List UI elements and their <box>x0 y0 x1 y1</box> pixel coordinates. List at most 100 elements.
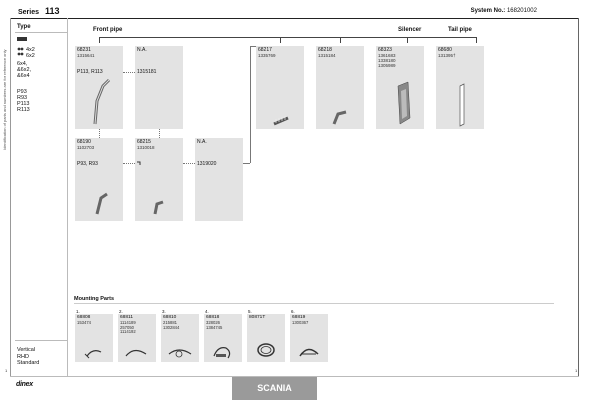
mount-ref: 153474 <box>77 320 91 325</box>
connector-dots <box>123 72 135 73</box>
footer-divider <box>10 376 579 377</box>
connector-dots <box>159 129 160 138</box>
part-box[interactable]: 68231 1315641 P113, R113 <box>75 46 123 129</box>
mount-index: 4. <box>205 309 209 314</box>
part-number: 68323 <box>378 47 392 53</box>
axle-icon <box>17 47 24 56</box>
type-column <box>10 18 68 376</box>
part-box[interactable]: 68323 1361683 1338180 1305989 <box>376 46 424 129</box>
part-ref: 1102703 <box>77 145 95 150</box>
mount-index: 1. <box>76 309 80 314</box>
part-ref: 1361683 1338180 1305989 <box>378 53 396 68</box>
brand-label: SCANIA <box>232 377 317 400</box>
system-label: System No.: <box>470 8 506 14</box>
part-number: 68215 <box>137 139 151 145</box>
config-divider <box>15 340 67 341</box>
config-variant: Standard <box>17 360 40 366</box>
mount-index: 5. <box>248 309 252 314</box>
mount-box[interactable]: 68808 153474 <box>75 314 113 362</box>
part-number: 68190 <box>77 139 91 145</box>
part-box[interactable]: 68680 131395† <box>436 46 484 129</box>
group-tick <box>340 37 341 43</box>
connector-line <box>250 46 251 163</box>
mount-number: 80871T <box>249 315 266 320</box>
mount-index: 2. <box>119 309 123 314</box>
group-tick <box>99 37 100 43</box>
group-tick <box>407 37 408 43</box>
model-line-3: P113 <box>17 101 30 107</box>
mount-box[interactable]: 68819 1300367 <box>290 314 328 362</box>
bracket-icon <box>125 349 147 357</box>
config-drive: RHD <box>17 353 29 360</box>
connector-dots <box>123 163 135 164</box>
mounting-parts-title: Mounting Parts <box>74 296 115 302</box>
flex-pipe-icon <box>273 116 289 126</box>
mount-number: 68818 <box>206 315 220 320</box>
part-box[interactable]: 68215 1310018 <box>135 138 183 221</box>
group-tail-pipe: Tail pipe <box>448 27 472 33</box>
type-line-2: &6x2, <box>17 67 32 73</box>
part-ref: 1315184 <box>318 53 336 58</box>
part-ref: 1315641 <box>77 53 95 58</box>
part-number: N.A. <box>197 139 207 145</box>
part-box[interactable]: 68218 1315184 <box>316 46 364 129</box>
model-line-1: P93 <box>17 89 27 95</box>
config-block: Vertical RHD Standard <box>17 347 39 367</box>
part-application: 1315181 <box>137 69 157 75</box>
mount-ref: 1114189 257050 1114192 <box>120 320 136 335</box>
part-number: 68217 <box>258 47 272 53</box>
type-line-3: &6x4 <box>17 73 30 79</box>
part-ref: 1335769 <box>258 53 276 58</box>
mount-box[interactable]: 68810 215881 1302844 <box>161 314 199 362</box>
system-value: 168201002 <box>506 8 537 14</box>
mount-ref: 215881 1302844 <box>163 320 180 330</box>
mount-number: 68819 <box>292 315 306 320</box>
mount-box[interactable]: 68811 1114189 257050 1114192 <box>118 314 156 362</box>
dinex-logo: dinex <box>16 381 33 388</box>
series-number: 113 <box>45 6 60 16</box>
clamp-icon <box>299 348 319 357</box>
part-number: 68680 <box>438 47 452 53</box>
part-number: N.A. <box>137 47 147 53</box>
part-application: P113, R113 <box>77 69 103 75</box>
axle-config-icon <box>17 47 25 59</box>
clamp-icon <box>213 347 231 359</box>
series-title: Series 113 <box>18 6 60 16</box>
connector-line <box>243 163 250 164</box>
part-number: 68231 <box>77 47 91 53</box>
part-box[interactable]: N.A. 1319020 <box>195 138 243 221</box>
mount-ref: 1300367 <box>292 320 309 325</box>
series-label: Series <box>18 9 40 16</box>
page-marker-right: 1 <box>575 368 578 373</box>
mount-number: 68810 <box>163 315 177 320</box>
bracket-icon <box>84 350 102 359</box>
part-box[interactable]: N.A. 1315181 <box>135 46 183 129</box>
page-marker-left: 1 <box>5 368 8 373</box>
bent-pipe-icon <box>95 192 108 215</box>
model-line-4: R113 <box>17 107 30 113</box>
part-application: P93, R93 <box>77 161 98 167</box>
model-line-2: R93 <box>17 95 28 101</box>
tail-pipe-icon <box>459 83 465 127</box>
connector-dots <box>183 163 195 164</box>
type-heading: Type <box>17 24 31 30</box>
mount-index: 3. <box>162 309 166 314</box>
mount-ref: 328026 1384745 <box>206 320 223 330</box>
group-tick <box>476 37 477 43</box>
group-front-pipe: Front pipe <box>93 27 123 33</box>
part-ref: 131395† <box>438 53 456 58</box>
clamp-icon <box>168 349 192 358</box>
part-box[interactable]: 68217 1335769 <box>256 46 304 129</box>
ring-clamp-icon <box>257 343 275 357</box>
elbow-pipe-icon <box>332 110 347 125</box>
clamp-pipe-icon <box>137 161 164 215</box>
system-number: System No.: 168201002 <box>471 8 537 14</box>
mount-box[interactable]: 80871T <box>247 314 285 362</box>
header-divider <box>10 18 579 19</box>
mount-number: 68811 <box>120 315 133 320</box>
mount-number: 68808 <box>77 315 91 320</box>
part-box[interactable]: 68190 1102703 P93, R93 <box>75 138 123 221</box>
mount-box[interactable]: 68818 328026 1384745 <box>204 314 242 362</box>
type-divider <box>15 32 67 33</box>
silencer-icon <box>397 81 411 125</box>
